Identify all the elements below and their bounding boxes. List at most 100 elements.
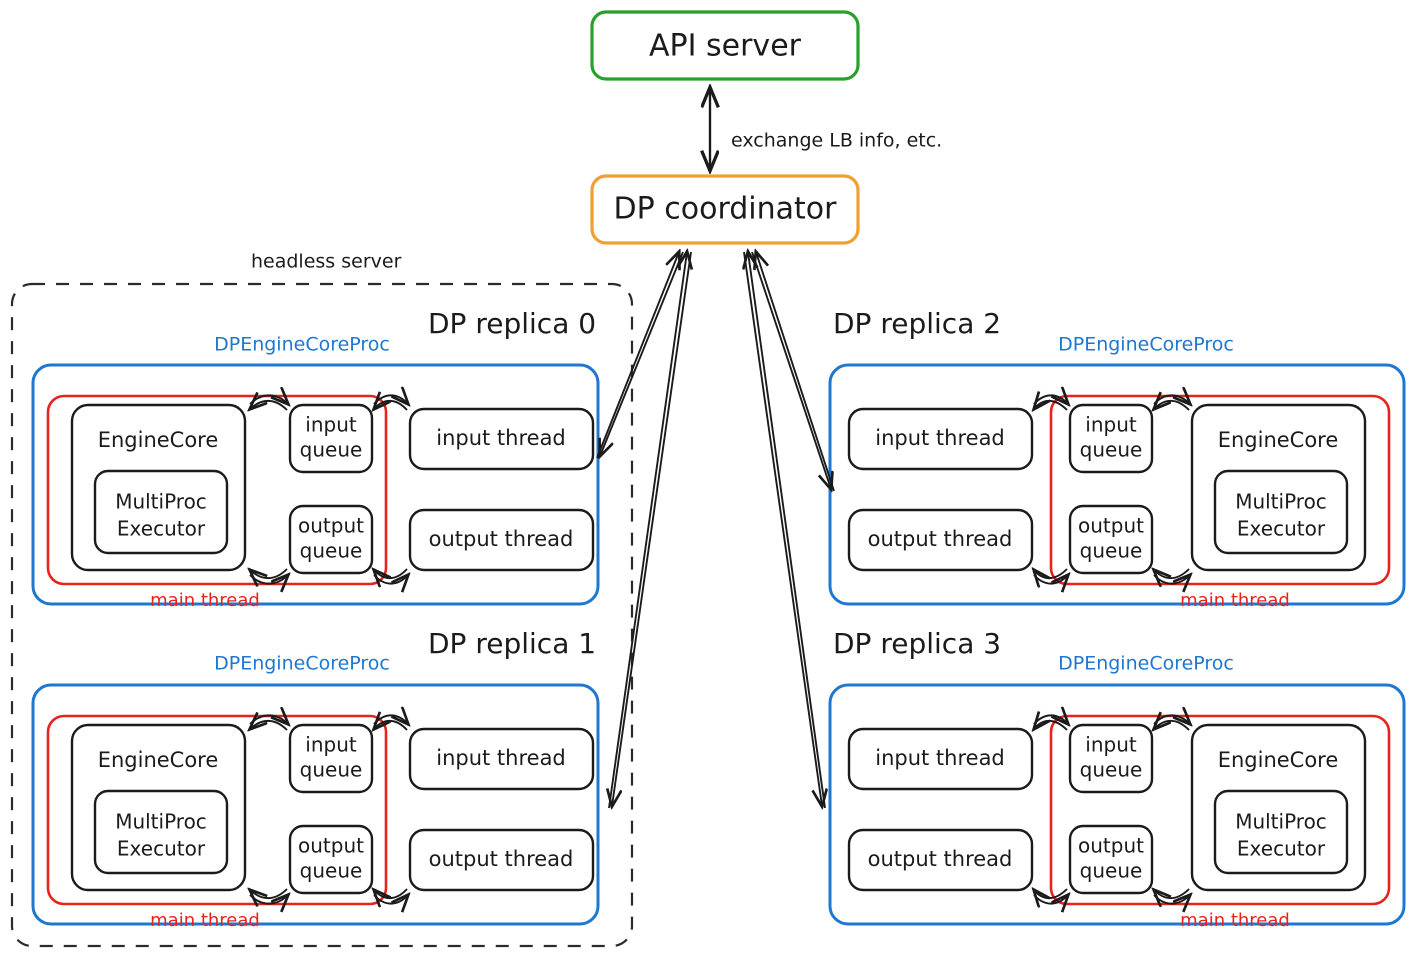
dp-replica-1-multiproc-executor-label-1: MultiProc xyxy=(115,810,207,834)
arrow-inq-to-engine xyxy=(1153,395,1190,404)
headless-server-label: headless server xyxy=(251,251,402,273)
arrow-inthread-to-inq xyxy=(374,401,408,410)
dp-replica-0-main-thread-box xyxy=(46,394,388,586)
arrow-outthread-to-outq xyxy=(1033,895,1068,904)
dp-replica-3-output-queue-label-2: queue xyxy=(1080,859,1143,883)
dp-replica-0-output-queue-box[interactable] xyxy=(288,504,374,575)
dp-replica-2[interactable]: DP replica 2 DPEngineCoreProc main threa… xyxy=(828,307,1406,611)
arrow-outq-to-outthread xyxy=(373,895,408,904)
dp-replica-2-input-thread-box[interactable] xyxy=(847,407,1034,471)
dp-replica-0-multiproc-executor-box[interactable] xyxy=(93,469,229,555)
dp-replica-2-multiproc-executor-label-1: MultiProc xyxy=(1235,490,1327,514)
dp-coordinator-label: DP coordinator xyxy=(614,192,838,227)
coordinator-replica-edges xyxy=(596,251,835,809)
dp-replica-2-input-queue-label-2: queue xyxy=(1080,438,1143,462)
dp-replica-1-input-queue-label-2: queue xyxy=(300,758,363,782)
dp-replica-3-main-thread-box xyxy=(1049,714,1391,906)
dp-replica-0[interactable]: DP replica 0 DPEngineCoreProc main threa… xyxy=(31,307,600,611)
dp-replica-3[interactable]: DP replica 3 DPEngineCoreProc main threa… xyxy=(828,627,1406,931)
dp-replica-2-output-queue-box[interactable] xyxy=(1068,504,1154,575)
dp-replica-2-input-queue-label-1: input xyxy=(1085,413,1137,437)
dp-replica-0-output-thread-box[interactable] xyxy=(408,508,595,572)
dp-replica-2-multiproc-executor-box[interactable] xyxy=(1213,469,1349,555)
api-server-node[interactable]: API server xyxy=(590,10,860,81)
dp-replica-0-input-queue-label-2: queue xyxy=(300,438,363,462)
dp-replica-1-title: DP replica 1 xyxy=(428,627,596,660)
dp-replica-3-input-queue-label-1: input xyxy=(1085,733,1137,757)
dp-replica-0-multiproc-executor-label-1: MultiProc xyxy=(115,490,207,514)
dp-replica-0-proc-label: DPEngineCoreProc xyxy=(214,334,390,356)
dp-replica-1-multiproc-executor-label-2: Executor xyxy=(117,837,206,861)
arrow-outq-to-outthread xyxy=(1034,569,1068,578)
dp-replica-1-main-thread-box xyxy=(46,714,388,906)
arrow-replica-1-to-coordinator xyxy=(608,252,687,809)
dp-replica-1-input-queue-label-1: input xyxy=(305,733,357,757)
dp-replica-1-output-queue-box[interactable] xyxy=(288,824,374,895)
dp-replica-0-proc-box xyxy=(31,363,600,606)
arrow-outq-to-engine xyxy=(250,569,288,578)
dp-replica-2-output-thread-box[interactable] xyxy=(847,508,1034,572)
arrow-engine-to-outq xyxy=(249,575,288,584)
dp-replica-1-engine-core-label: EngineCore xyxy=(98,748,219,772)
dp-replica-3-proc-label: DPEngineCoreProc xyxy=(1058,653,1234,675)
api-server-label: API server xyxy=(649,29,802,64)
arrow-replica-3-to-coordinator xyxy=(748,252,826,809)
dp-replica-2-output-queue-label-2: queue xyxy=(1080,539,1143,563)
dp-replica-3-input-queue-label-2: queue xyxy=(1080,758,1143,782)
dp-replica-3-input-queue-box[interactable] xyxy=(1068,723,1154,794)
arrow-coordinator-to-replica-1 xyxy=(612,251,692,806)
api-server-box xyxy=(590,10,860,81)
dp-replica-2-input-queue-box[interactable] xyxy=(1068,403,1154,474)
arrow-outq-to-engine xyxy=(1153,895,1190,904)
dp-replica-3-output-queue-box[interactable] xyxy=(1068,824,1154,895)
arrow-replica-0-to-coordinator xyxy=(596,252,679,459)
dp-replica-3-input-thread-box[interactable] xyxy=(847,727,1034,791)
dp-replica-0-main-thread-label: main thread xyxy=(150,590,260,611)
dp-coordinator-box xyxy=(590,174,860,245)
dp-replica-3-main-thread-label: main thread xyxy=(1180,910,1290,931)
arrow-engine-to-inq xyxy=(249,715,288,724)
dp-replica-0-output-queue-label-1: output xyxy=(298,514,364,538)
arrow-outq-to-outthread xyxy=(1034,889,1068,898)
dp-replica-2-output-thread-label: output thread xyxy=(868,527,1013,551)
dp-replica-0-output-queue-label-2: queue xyxy=(300,539,363,563)
dp-replica-1-output-thread-box[interactable] xyxy=(408,828,595,892)
dp-replica-3-input-thread-label: input thread xyxy=(875,746,1005,770)
arrow-outthread-to-outq xyxy=(374,889,408,898)
arrow-coordinator-to-replica-3 xyxy=(743,251,822,806)
dp-replica-0-input-thread-label: input thread xyxy=(436,426,566,450)
dp-replica-3-title: DP replica 3 xyxy=(833,627,1001,660)
dp-replica-2-engine-core-label: EngineCore xyxy=(1218,428,1339,452)
dp-replica-1-input-thread-box[interactable] xyxy=(408,727,595,791)
arrow-inq-to-inthread xyxy=(1034,721,1068,730)
dp-replica-0-multiproc-executor-label-2: Executor xyxy=(117,517,206,541)
arrow-inq-to-engine xyxy=(250,721,288,730)
dp-replica-1-output-queue-label-2: queue xyxy=(300,859,363,883)
dp-replica-2-title: DP replica 2 xyxy=(833,307,1001,340)
dp-replica-1-input-queue-box[interactable] xyxy=(288,723,374,794)
dp-replica-3-proc-box xyxy=(828,683,1406,926)
dp-replica-0-title: DP replica 0 xyxy=(428,307,596,340)
arrow-inthread-to-inq xyxy=(1033,395,1068,404)
dp-replica-0-input-queue-box[interactable] xyxy=(288,403,374,474)
dp-replica-2-main-thread-box xyxy=(1049,394,1391,586)
headless-server-box xyxy=(10,282,634,948)
dp-replica-1-proc-box xyxy=(31,683,600,926)
dp-replica-2-proc-label: DPEngineCoreProc xyxy=(1058,334,1234,356)
arrow-engine-to-outq xyxy=(1154,889,1190,898)
dp-replica-3-output-thread-box[interactable] xyxy=(847,828,1034,892)
arrow-outq-to-engine xyxy=(1153,575,1190,584)
dp-replica-3-output-queue-label-1: output xyxy=(1078,834,1144,858)
dp-replica-1-input-thread-label: input thread xyxy=(436,746,566,770)
dp-replica-1-proc-label: DPEngineCoreProc xyxy=(214,653,390,675)
dp-coordinator-node[interactable]: DP coordinator xyxy=(590,174,860,245)
coordinator-api-edge: exchange LB info, etc. xyxy=(710,86,942,170)
arrow-coordinator-to-replica-0 xyxy=(600,251,684,456)
dp-replica-0-input-thread-box[interactable] xyxy=(408,407,595,471)
dp-replica-1[interactable]: DP replica 1 DPEngineCoreProc main threa… xyxy=(31,627,600,931)
dp-replica-1-multiproc-executor-box[interactable] xyxy=(93,789,229,875)
arrow-engine-to-inq xyxy=(1154,401,1190,410)
dp-replica-3-multiproc-executor-box[interactable] xyxy=(1213,789,1349,875)
